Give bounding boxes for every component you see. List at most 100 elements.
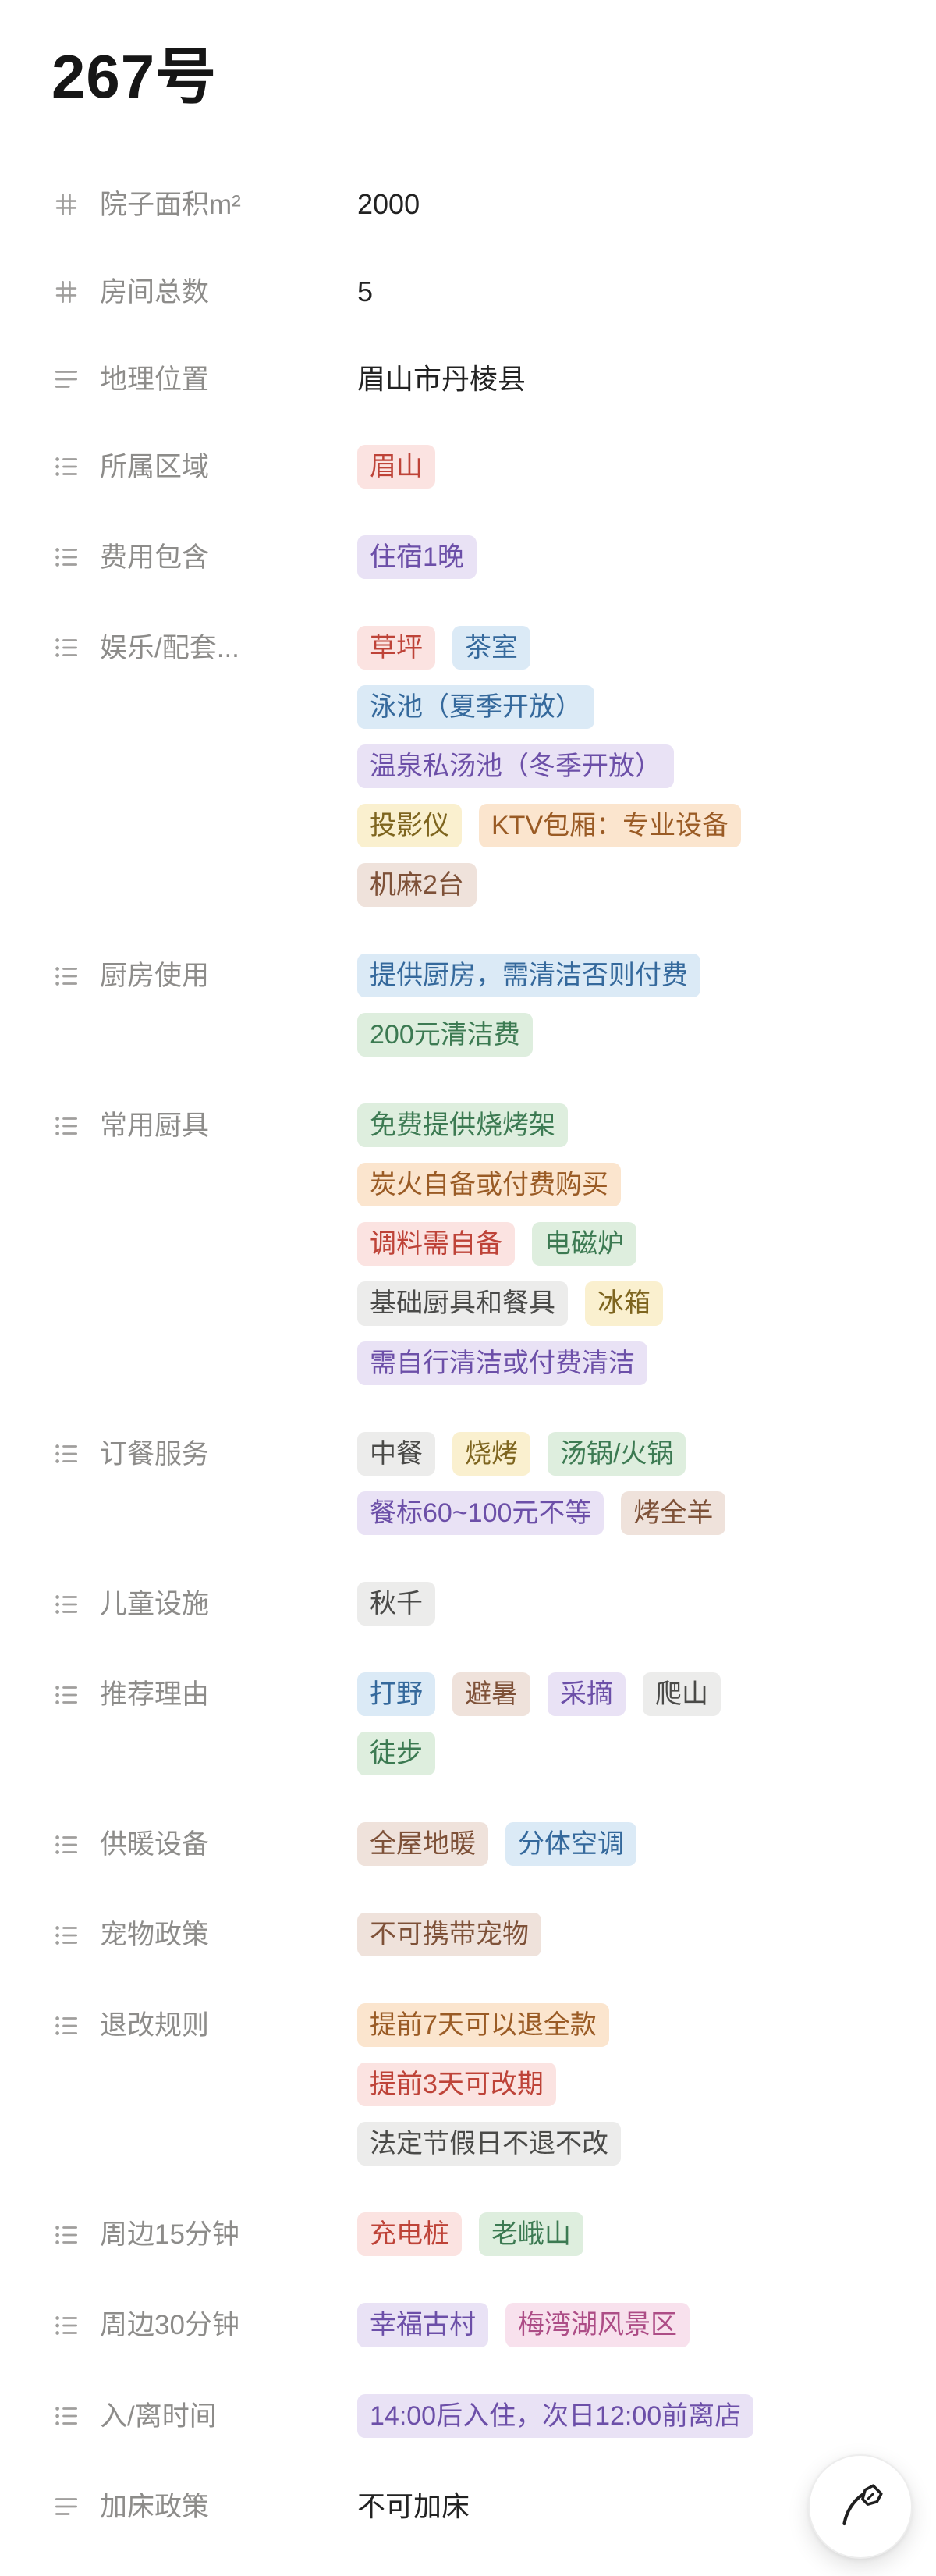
- tag[interactable]: 汤锅/火锅: [548, 1431, 686, 1476]
- tag[interactable]: 充电桩: [357, 2212, 462, 2257]
- tag[interactable]: 分体空调: [505, 1821, 636, 1867]
- tag[interactable]: 需自行清洁或付费清洁: [357, 1341, 647, 1385]
- tag[interactable]: 全屋地暖: [357, 1821, 488, 1867]
- field-row: 订餐服务中餐烧烤汤锅/火锅餐标60~100元不等烤全羊: [51, 1431, 908, 1535]
- field-key: 加床政策: [51, 2485, 357, 2525]
- tag[interactable]: 老峨山: [479, 2212, 583, 2257]
- tag[interactable]: 避暑: [452, 1672, 530, 1716]
- field-value[interactable]: 14:00后入住，次日12:00前离店: [357, 2393, 908, 2438]
- tag[interactable]: 法定节假日不退不改: [357, 2122, 621, 2166]
- tag[interactable]: 烤全羊: [621, 1491, 726, 1535]
- field-value[interactable]: 眉山: [357, 444, 908, 489]
- field-key: 入/离时间: [51, 2394, 357, 2435]
- tag[interactable]: 不可携带宠物: [357, 1913, 541, 1957]
- field-row: 常用厨具免费提供烧烤架炭火自备或付费购买调料需自备电磁炉基础厨具和餐具冰箱需自行…: [51, 1103, 908, 1385]
- tag[interactable]: 电磁炉: [532, 1222, 636, 1267]
- tag[interactable]: 采摘: [548, 1672, 626, 1716]
- field-value[interactable]: 2000: [357, 187, 420, 220]
- field-value[interactable]: 草坪茶室泳池（夏季开放） 温泉私汤池（冬季开放） 投影仪 KTV包厢：专业设备机麻2台: [357, 625, 908, 908]
- field-key: 儿童设施: [51, 1582, 357, 1622]
- field-label: 地理位置: [100, 364, 210, 395]
- field-value[interactable]: 提前7天可以退全款提前3天可改期法定节假日不退不改: [357, 2003, 908, 2166]
- field-label: 常用厨具: [100, 1110, 210, 1142]
- tag[interactable]: 餐标60~100元不等: [357, 1491, 604, 1535]
- hash-icon: [51, 277, 81, 307]
- field-value[interactable]: 中餐烧烤汤锅/火锅餐标60~100元不等烤全羊: [357, 1431, 908, 1535]
- field-row: 厨房使用 提供厨房，需清洁否则付费 200元清洁费: [51, 954, 908, 1057]
- tag[interactable]: 草坪: [357, 625, 435, 670]
- field-row: 周边15分钟充电桩老峨山: [51, 2212, 908, 2257]
- tag-line: 免费提供烧烤架: [357, 1103, 908, 1148]
- field-value[interactable]: 5: [357, 275, 374, 307]
- tag-line: 幸福古村梅湾湖风景区: [357, 2303, 908, 2347]
- tag[interactable]: 幸福古村: [357, 2303, 488, 2347]
- tag[interactable]: 200元清洁费: [357, 1013, 533, 1057]
- edit-fab-button[interactable]: [808, 2454, 913, 2559]
- field-value[interactable]: 提供厨房，需清洁否则付费 200元清洁费: [357, 954, 908, 1057]
- text-lines-icon: [51, 364, 81, 394]
- field-value[interactable]: 幸福古村梅湾湖风景区: [357, 2303, 908, 2347]
- tag-line: 提前7天可以退全款: [357, 2003, 908, 2048]
- tag-line: 提供厨房，需清洁否则付费: [357, 954, 908, 998]
- tag[interactable]: 梅湾湖风景区: [505, 2303, 690, 2347]
- field-label: 厨房使用: [100, 961, 210, 992]
- field-value[interactable]: 全屋地暖分体空调: [357, 1821, 908, 1867]
- tag-line: 调料需自备电磁炉: [357, 1222, 908, 1267]
- tag[interactable]: 打野: [357, 1672, 435, 1716]
- tag[interactable]: 免费提供烧烤架: [357, 1103, 568, 1148]
- tag[interactable]: 秋千: [357, 1581, 435, 1626]
- tag[interactable]: 泳池（夏季开放）: [357, 684, 594, 729]
- tag[interactable]: 冰箱: [585, 1281, 663, 1326]
- field-key: 周边15分钟: [51, 2212, 357, 2253]
- bulleted-list-icon: [51, 542, 81, 572]
- tag[interactable]: 机麻2台: [357, 862, 477, 908]
- tag[interactable]: 提前3天可改期: [357, 2063, 556, 2107]
- tag[interactable]: 爬山: [643, 1672, 721, 1716]
- field-key: 地理位置: [51, 357, 357, 398]
- field-key: 订餐服务: [51, 1432, 357, 1473]
- field-value[interactable]: 免费提供烧烤架炭火自备或付费购买调料需自备电磁炉基础厨具和餐具冰箱需自行清洁或付…: [357, 1103, 908, 1385]
- bulleted-list-icon: [51, 1680, 81, 1710]
- tag[interactable]: 基础厨具和餐具: [357, 1281, 568, 1326]
- tag[interactable]: KTV包厢：专业设备: [479, 803, 742, 847]
- tag[interactable]: 投影仪: [357, 803, 462, 847]
- tag[interactable]: 茶室: [452, 625, 530, 670]
- page-title[interactable]: 267号: [51, 42, 218, 111]
- tag[interactable]: 调料需自备: [357, 1222, 515, 1267]
- field-row: 加床政策不可加床: [51, 2485, 908, 2525]
- field-label: 供暖设备: [100, 1828, 210, 1860]
- tag[interactable]: 炭火自备或付费购买: [357, 1163, 621, 1207]
- field-label: 所属区域: [100, 451, 210, 482]
- field-key: 周边30分钟: [51, 2303, 357, 2343]
- tag-line: 住宿1晚: [357, 535, 908, 579]
- tag-line: 机麻2台: [357, 862, 908, 908]
- tag[interactable]: 徒步: [357, 1731, 435, 1775]
- field-value[interactable]: 打野避暑采摘爬山徒步: [357, 1672, 908, 1775]
- tag-line: 全屋地暖分体空调: [357, 1821, 908, 1867]
- field-value[interactable]: 住宿1晚: [357, 535, 908, 579]
- tag-line: 基础厨具和餐具冰箱: [357, 1281, 908, 1326]
- tag[interactable]: 温泉私汤池（冬季开放）: [357, 744, 674, 788]
- field-label: 宠物政策: [100, 1920, 210, 1951]
- tag[interactable]: 烧烤: [452, 1431, 530, 1476]
- tag[interactable]: 中餐: [357, 1431, 435, 1476]
- tag[interactable]: 提前7天可以退全款: [357, 2003, 609, 2048]
- tag-line: 温泉私汤池（冬季开放）: [357, 744, 908, 788]
- field-value[interactable]: 秋千: [357, 1581, 908, 1626]
- field-value[interactable]: 不可加床: [357, 2489, 470, 2522]
- tag[interactable]: 住宿1晚: [357, 535, 477, 579]
- tag[interactable]: 眉山: [357, 444, 435, 489]
- field-row: 儿童设施秋千: [51, 1581, 908, 1626]
- bulleted-list-icon: [51, 1920, 81, 1950]
- field-value[interactable]: 眉山市丹棱县: [357, 362, 526, 395]
- tag[interactable]: 提供厨房，需清洁否则付费: [357, 954, 700, 998]
- field-row: 周边30分钟幸福古村梅湾湖风景区: [51, 2303, 908, 2347]
- field-value[interactable]: 不可携带宠物: [357, 1913, 908, 1957]
- field-key: 房间总数: [51, 270, 357, 311]
- field-value[interactable]: 充电桩老峨山: [357, 2212, 908, 2257]
- tag[interactable]: 14:00后入住，次日12:00前离店: [357, 2393, 754, 2438]
